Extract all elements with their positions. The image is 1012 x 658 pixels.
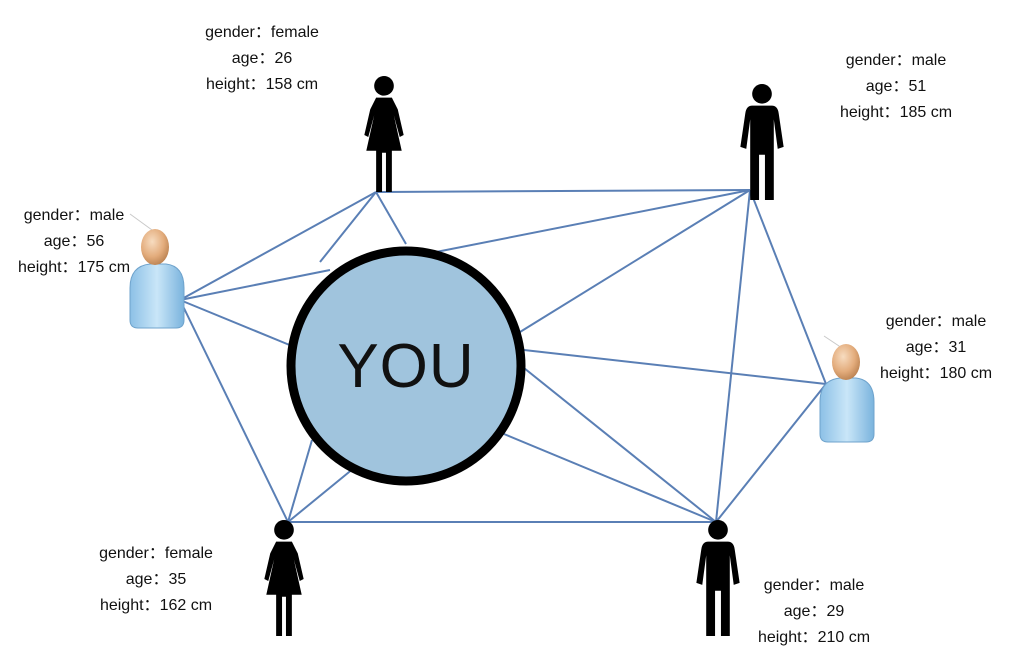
age-line: age：51 — [865, 78, 927, 95]
connection-line — [287, 467, 355, 523]
age-line: age：35 — [125, 571, 187, 588]
female-silhouette-icon — [364, 76, 404, 193]
height-line: height：185 cm — [839, 104, 953, 121]
person-info-avatar-right: gender：male age：31 height：180 cm — [868, 309, 1004, 387]
connection-line — [523, 349, 827, 385]
age-label: age — [43, 233, 71, 250]
age-value: 35 — [168, 571, 187, 588]
gender-label: gender — [885, 313, 936, 330]
age-line: age：56 — [43, 233, 105, 250]
age-value: 26 — [274, 50, 293, 67]
connection-line — [715, 189, 751, 523]
connection-line — [287, 439, 313, 523]
person-info-female-bottom-left: gender：female age：35 height：162 cm — [88, 541, 224, 619]
you-node-circle — [286, 246, 526, 486]
connection-line — [179, 191, 377, 301]
connection-line — [179, 299, 293, 347]
age-label: age — [865, 78, 893, 95]
connection-line — [179, 269, 331, 301]
height-label: height — [205, 76, 250, 93]
user-avatar-icon — [819, 335, 875, 443]
age-value: 31 — [948, 339, 967, 356]
height-label: height — [17, 259, 62, 276]
age-value: 56 — [86, 233, 105, 250]
height-line: height：180 cm — [879, 365, 993, 382]
gender-label: gender — [763, 577, 814, 594]
age-value: 29 — [826, 603, 845, 620]
height-value: 185 cm — [899, 104, 953, 121]
height-line: height：210 cm — [757, 629, 871, 646]
person-info-female-top: gender：female age：26 height：158 cm — [194, 20, 330, 98]
height-label: height — [99, 597, 144, 614]
height-value: 162 cm — [159, 597, 213, 614]
gender-value: female — [164, 545, 213, 562]
person-info-male-top-right: gender：male age：51 height：185 cm — [828, 48, 964, 126]
connection-line — [375, 189, 751, 193]
connection-line — [749, 189, 827, 385]
height-value: 210 cm — [817, 629, 871, 646]
gender-value: male — [911, 52, 947, 69]
connection-line — [435, 189, 751, 253]
gender-label: gender — [845, 52, 896, 69]
gender-line: gender：female — [99, 545, 213, 562]
age-line: age：29 — [783, 603, 845, 620]
age-label: age — [125, 571, 153, 588]
age-value: 51 — [908, 78, 927, 95]
connection-line — [375, 191, 407, 245]
gender-line: gender：male — [763, 577, 865, 594]
connection-line — [319, 191, 377, 263]
male-silhouette-icon — [696, 520, 740, 637]
gender-label: gender — [99, 545, 149, 562]
height-line: height：162 cm — [99, 597, 213, 614]
connection-line — [523, 367, 717, 523]
connection-line — [715, 383, 827, 523]
connection-line — [519, 189, 751, 333]
age-line: age：26 — [231, 50, 293, 67]
gender-line: gender：male — [23, 207, 125, 224]
gender-line: gender：male — [885, 313, 987, 330]
female-silhouette-icon — [264, 520, 304, 637]
age-label: age — [783, 603, 811, 620]
gender-value: male — [829, 577, 865, 594]
gender-label: gender — [23, 207, 74, 224]
user-avatar-icon — [129, 213, 185, 329]
connection-line — [503, 433, 717, 523]
person-info-male-bottom-right: gender：male age：29 height：210 cm — [746, 573, 882, 651]
age-label: age — [905, 339, 933, 356]
height-label: height — [757, 629, 802, 646]
age-label: age — [231, 50, 259, 67]
person-info-avatar-left: gender：male age：56 height：175 cm — [6, 203, 142, 281]
gender-value: male — [951, 313, 987, 330]
height-value: 175 cm — [77, 259, 131, 276]
height-label: height — [879, 365, 924, 382]
age-line: age：31 — [905, 339, 967, 356]
connection-lines — [179, 189, 827, 523]
gender-line: gender：male — [845, 52, 947, 69]
height-line: height：158 cm — [205, 76, 319, 93]
gender-value: male — [89, 207, 125, 224]
height-value: 180 cm — [939, 365, 993, 382]
height-label: height — [839, 104, 884, 121]
gender-label: gender — [205, 24, 255, 41]
male-silhouette-icon — [740, 84, 784, 201]
connection-line — [179, 299, 289, 523]
gender-value: female — [270, 24, 319, 41]
height-line: height：175 cm — [17, 259, 131, 276]
gender-line: gender：female — [205, 24, 319, 41]
you-node-label: YOU — [337, 331, 475, 401]
height-value: 158 cm — [265, 76, 319, 93]
